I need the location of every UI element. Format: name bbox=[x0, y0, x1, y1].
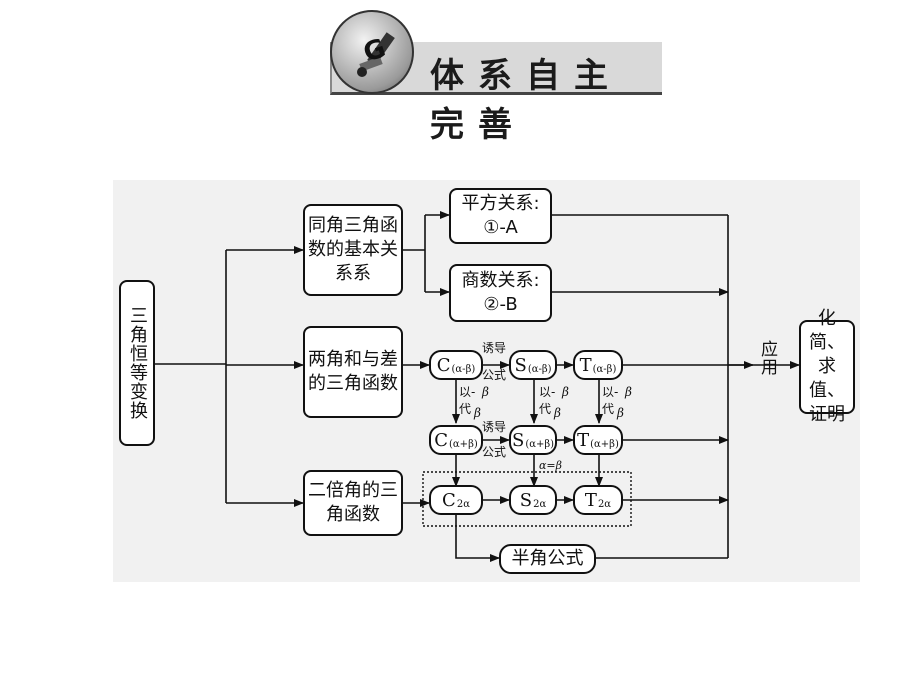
trig-identity-diagram: 三角恒等变换 同角三角函数的基本关系系 两角和与差的三角函数 二倍角的三角函数 … bbox=[113, 180, 860, 582]
node-t-minus-main: T bbox=[579, 354, 592, 376]
node-s-plus-sub: (α+β) bbox=[525, 438, 555, 450]
half-angle-label: 半角公式 bbox=[511, 548, 584, 569]
quotient-relation-value: ②-B bbox=[483, 294, 518, 315]
connector-lines bbox=[155, 211, 800, 562]
edge-label-replace-by-1: 以- bbox=[459, 385, 476, 399]
square-relation-title: 平方关系: bbox=[461, 193, 540, 214]
edge-label-beta-1b: β bbox=[474, 406, 481, 420]
node-c-2a-sub: 2α bbox=[456, 498, 470, 510]
edge-label-replace-2: 代 bbox=[539, 402, 552, 416]
node-t-plus-sub: (α+β) bbox=[590, 438, 619, 450]
node-c-minus-sub: (α-β) bbox=[451, 363, 476, 375]
quotient-relation-title: 商数关系: bbox=[461, 270, 540, 291]
page-title: 体系自主完善 bbox=[430, 56, 622, 145]
node-t-plus: T(α+β) bbox=[573, 425, 623, 455]
node-s-2a-main: S bbox=[519, 489, 533, 511]
sum-diff-label: 两角和与差的三角函数 bbox=[308, 349, 398, 394]
quotient-relation-box: 商数关系: ②-B bbox=[449, 264, 552, 322]
node-s-plus-main: S bbox=[511, 429, 525, 451]
node-s-minus-main: S bbox=[514, 354, 527, 376]
root-box: 三角恒等变换 bbox=[119, 280, 155, 446]
node-c-minus: C(α-β) bbox=[429, 350, 483, 380]
sum-diff-box: 两角和与差的三角函数 bbox=[303, 326, 403, 418]
square-relation-box: 平方关系: ①-A bbox=[449, 188, 552, 244]
edge-label-formula-top: 公式 bbox=[482, 368, 507, 382]
pencil-logo-icon: G bbox=[330, 10, 414, 94]
edge-label-alpha-eq-beta: α=β bbox=[539, 459, 563, 472]
edge-label-beta-3b: β bbox=[617, 406, 624, 420]
edge-label-replace-3: 代 bbox=[602, 402, 615, 416]
edge-label-formula-mid: 公式 bbox=[482, 445, 507, 459]
node-s-minus-sub: (α-β) bbox=[527, 363, 552, 375]
node-t-minus-sub: (α-β) bbox=[592, 363, 617, 375]
node-s-2a-sub: 2α bbox=[533, 498, 547, 510]
double-angle-box: 二倍角的三角函数 bbox=[303, 470, 403, 536]
result-box: 化简、求值、证明 bbox=[799, 308, 855, 425]
edge-label-beta-2: β bbox=[562, 385, 569, 399]
node-c-minus-main: C bbox=[436, 354, 451, 376]
edge-label-replace-1: 代 bbox=[459, 402, 472, 416]
edge-label-beta-1: β bbox=[482, 385, 489, 399]
same-angle-box: 同角三角函数的基本关系系 bbox=[303, 204, 403, 296]
node-c-plus-sub: (α+β) bbox=[449, 438, 478, 450]
node-t-2a-main: T bbox=[584, 489, 597, 511]
node-c-2a-main: C bbox=[442, 489, 456, 511]
double-angle-label: 二倍角的三角函数 bbox=[308, 480, 398, 525]
edge-label-induction-top: 诱导 bbox=[482, 341, 507, 355]
edge-label-replace-by-3: 以- bbox=[602, 385, 619, 399]
apply-label: 应用 bbox=[757, 340, 777, 376]
node-c-plus: C(α+β) bbox=[429, 425, 483, 455]
edge-label-replace-by-2: 以- bbox=[539, 385, 556, 399]
node-t-minus: T(α-β) bbox=[573, 350, 623, 380]
edge-label-induction-mid: 诱导 bbox=[482, 420, 507, 434]
edge-label-beta-2b: β bbox=[554, 406, 561, 420]
root-label: 三角恒等变换 bbox=[127, 306, 148, 420]
node-s-minus: S(α-β) bbox=[509, 350, 557, 380]
node-c-plus-main: C bbox=[434, 429, 449, 451]
half-angle-box: 半角公式 bbox=[499, 544, 596, 574]
square-relation-value: ①-A bbox=[483, 217, 518, 238]
node-t-plus-main: T bbox=[577, 429, 590, 451]
result-label: 化简、求值、证明 bbox=[809, 308, 845, 425]
same-angle-label: 同角三角函数的基本关系系 bbox=[308, 215, 398, 284]
edge-label-beta-3: β bbox=[625, 385, 632, 399]
section-header: G 体系自主完善 bbox=[312, 6, 662, 145]
node-t-2a-sub: 2α bbox=[597, 498, 612, 510]
node-s-plus: S(α+β) bbox=[509, 425, 557, 455]
